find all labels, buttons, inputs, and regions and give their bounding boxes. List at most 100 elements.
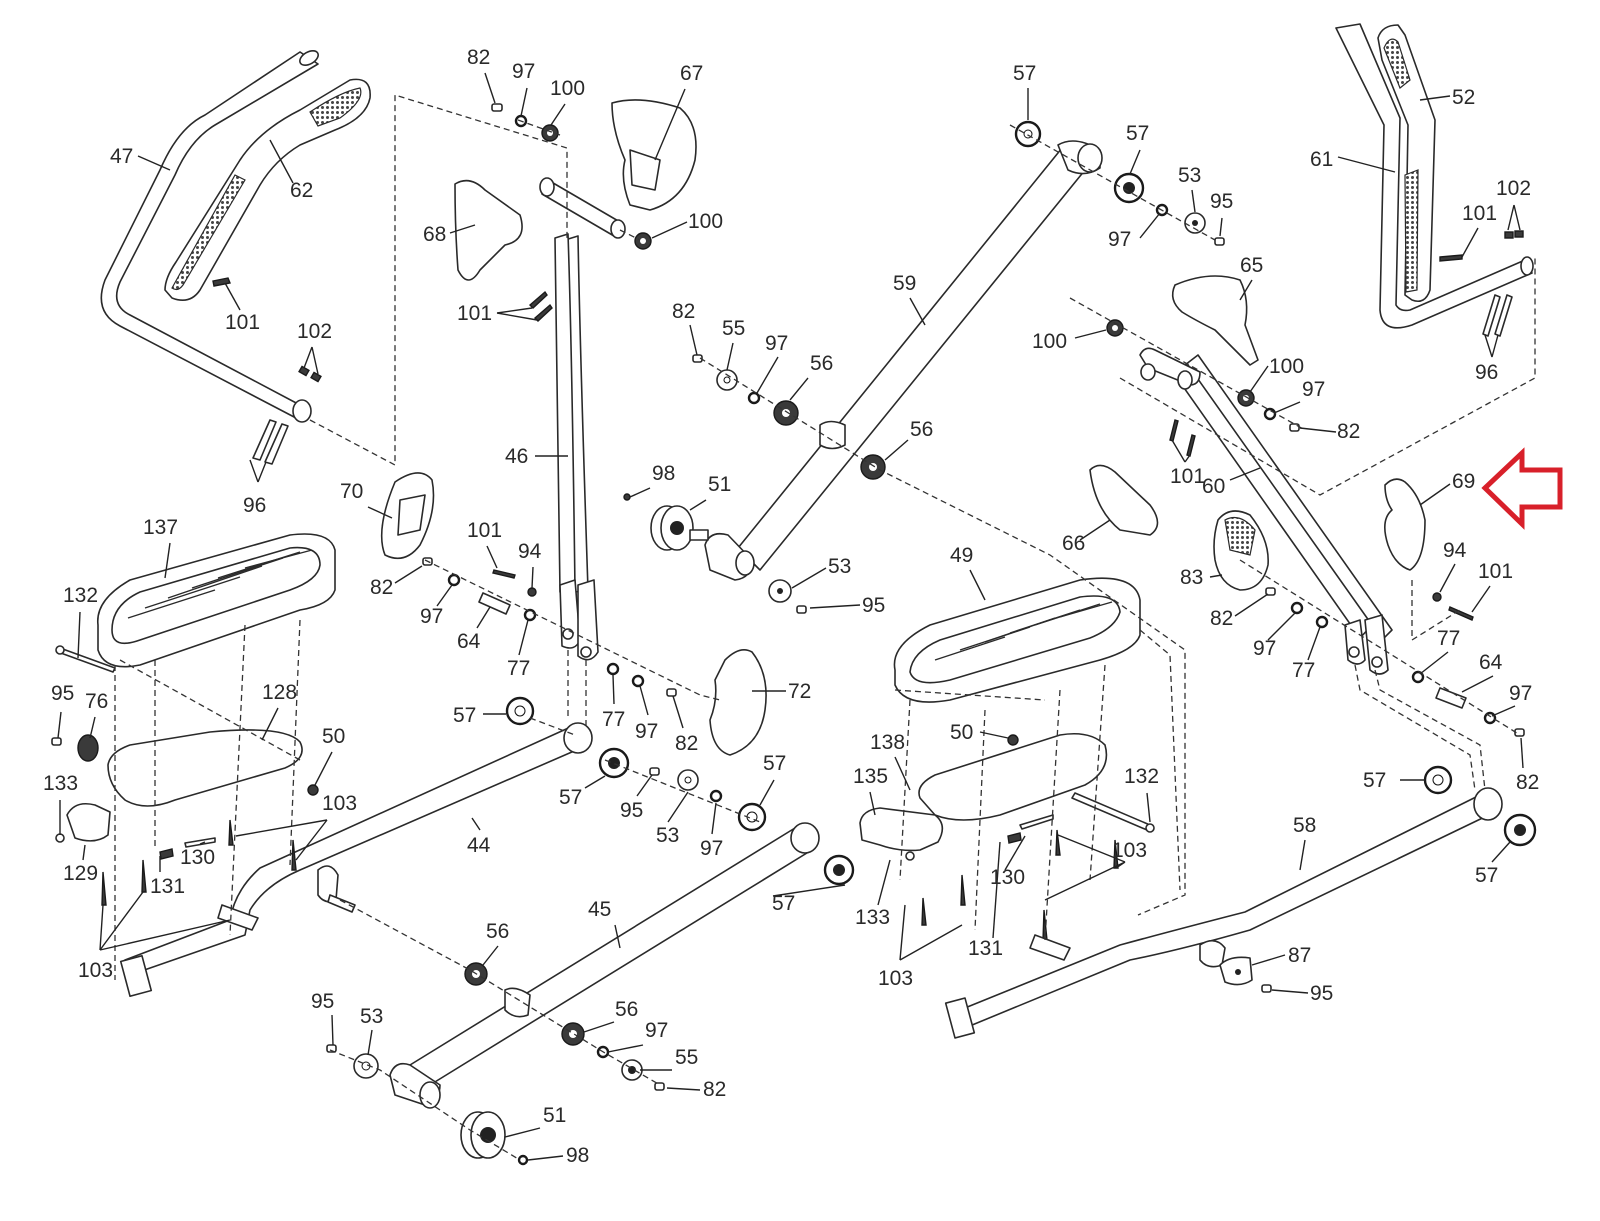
part-label-103: 103 <box>78 959 113 982</box>
part-label-83: 83 <box>1180 566 1203 589</box>
part-label-57: 57 <box>1126 122 1149 145</box>
part-label-53: 53 <box>656 824 679 847</box>
part-label-96: 96 <box>1475 361 1498 384</box>
part-label-65: 65 <box>1240 254 1263 277</box>
part-label-53: 53 <box>1178 164 1201 187</box>
part-label-82: 82 <box>675 732 698 755</box>
part-label-53: 53 <box>360 1005 383 1028</box>
part-label-57: 57 <box>453 704 476 727</box>
part-label-47: 47 <box>110 145 133 168</box>
part-label-56: 56 <box>910 418 933 441</box>
pedal-arm-58 <box>944 787 1503 1039</box>
pedal-hardware-left <box>51 645 319 906</box>
part-label-57: 57 <box>1013 62 1036 85</box>
part-label-82: 82 <box>1516 771 1539 794</box>
part-label-131: 131 <box>968 937 1003 960</box>
part-label-95: 95 <box>1210 190 1233 213</box>
part-label-87: 87 <box>1288 944 1311 967</box>
pedal-hardware-right <box>859 734 1155 941</box>
part-label-102: 102 <box>1496 177 1531 200</box>
part-label-97: 97 <box>635 720 658 743</box>
part-label-102: 102 <box>297 320 332 343</box>
part-label-103: 103 <box>322 792 357 815</box>
part-label-95: 95 <box>51 682 74 705</box>
part-label-64: 64 <box>457 630 481 653</box>
roller-wheel-51-lower <box>460 1111 529 1166</box>
part-label-57: 57 <box>559 786 582 809</box>
part-label-95: 95 <box>311 990 334 1013</box>
part-label-97: 97 <box>765 332 788 355</box>
left-upper-arm-47 <box>100 49 319 423</box>
part-label-44: 44 <box>467 834 491 857</box>
part-label-98: 98 <box>566 1144 589 1167</box>
part-label-57: 57 <box>1475 864 1498 887</box>
part-label-77: 77 <box>602 708 625 731</box>
part-label-133: 133 <box>855 906 890 929</box>
part-label-82: 82 <box>370 576 393 599</box>
screws-102-96-left <box>212 277 322 465</box>
part-label-56: 56 <box>615 998 638 1021</box>
bearings-center <box>623 120 1225 614</box>
part-label-55: 55 <box>722 317 745 340</box>
part-label-135: 135 <box>853 765 888 788</box>
part-label-77: 77 <box>1292 659 1315 682</box>
shroud-65 <box>1171 275 1259 366</box>
part-label-67: 67 <box>680 62 703 85</box>
part-label-76: 76 <box>85 690 108 713</box>
shroud-66 <box>1089 464 1159 536</box>
part-label-95: 95 <box>620 799 643 822</box>
part-label-53: 53 <box>828 555 851 578</box>
part-label-57: 57 <box>772 892 795 915</box>
bearings-57-left <box>505 696 767 832</box>
left-handle-grip-62 <box>164 78 371 301</box>
part-label-97: 97 <box>645 1019 668 1042</box>
part-label-46: 46 <box>505 445 528 468</box>
part-label-97: 97 <box>700 837 723 860</box>
part-label-61: 61 <box>1310 148 1333 171</box>
right-upright-arm-60 <box>1139 347 1393 675</box>
part-label-129: 129 <box>63 862 98 885</box>
pivot-fasteners-left <box>422 557 677 697</box>
part-label-69: 69 <box>1452 470 1475 493</box>
part-label-50: 50 <box>322 725 345 748</box>
part-label-132: 132 <box>1124 765 1159 788</box>
part-label-94: 94 <box>518 540 542 563</box>
shroud-67 <box>611 99 697 211</box>
connecting-arm-59 <box>704 140 1103 581</box>
part-label-101: 101 <box>1170 465 1205 488</box>
bearings-lower-left <box>326 854 855 1091</box>
right-upper-arm-61 <box>1335 23 1534 329</box>
part-label-82: 82 <box>703 1078 726 1101</box>
part-label-56: 56 <box>486 920 509 943</box>
part-label-101: 101 <box>225 311 260 334</box>
part-label-97: 97 <box>1302 378 1325 401</box>
part-label-133: 133 <box>43 772 78 795</box>
part-label-97: 97 <box>1509 682 1532 705</box>
fasteners-top-left-upright <box>491 103 652 322</box>
part-label-58: 58 <box>1293 814 1316 837</box>
part-label-51: 51 <box>543 1104 566 1127</box>
part-label-57: 57 <box>1363 769 1386 792</box>
part-label-77: 77 <box>1437 627 1460 650</box>
screws-right-upper <box>1439 230 1524 337</box>
leader-lines <box>57 72 1524 1161</box>
part-label-137: 137 <box>143 516 178 539</box>
part-label-49: 49 <box>950 544 973 567</box>
part-label-51: 51 <box>708 473 731 496</box>
part-label-131: 131 <box>150 875 185 898</box>
part-label-100: 100 <box>1032 330 1067 353</box>
roller-wheel-51-upper <box>650 505 709 551</box>
left-upright-arm-46 <box>539 177 626 661</box>
part-label-64: 64 <box>1479 651 1503 674</box>
part-label-101: 101 <box>1462 202 1497 225</box>
shroud-83 <box>1213 510 1269 591</box>
part-label-100: 100 <box>1269 355 1304 378</box>
shroud-72 <box>709 649 767 756</box>
part-label-77: 77 <box>507 657 530 680</box>
part-label-62: 62 <box>290 179 313 202</box>
part-label-101: 101 <box>1478 560 1513 583</box>
part-label-68: 68 <box>423 223 446 246</box>
part-label-59: 59 <box>893 272 916 295</box>
part-label-130: 130 <box>180 846 215 869</box>
part-label-82: 82 <box>467 46 490 69</box>
